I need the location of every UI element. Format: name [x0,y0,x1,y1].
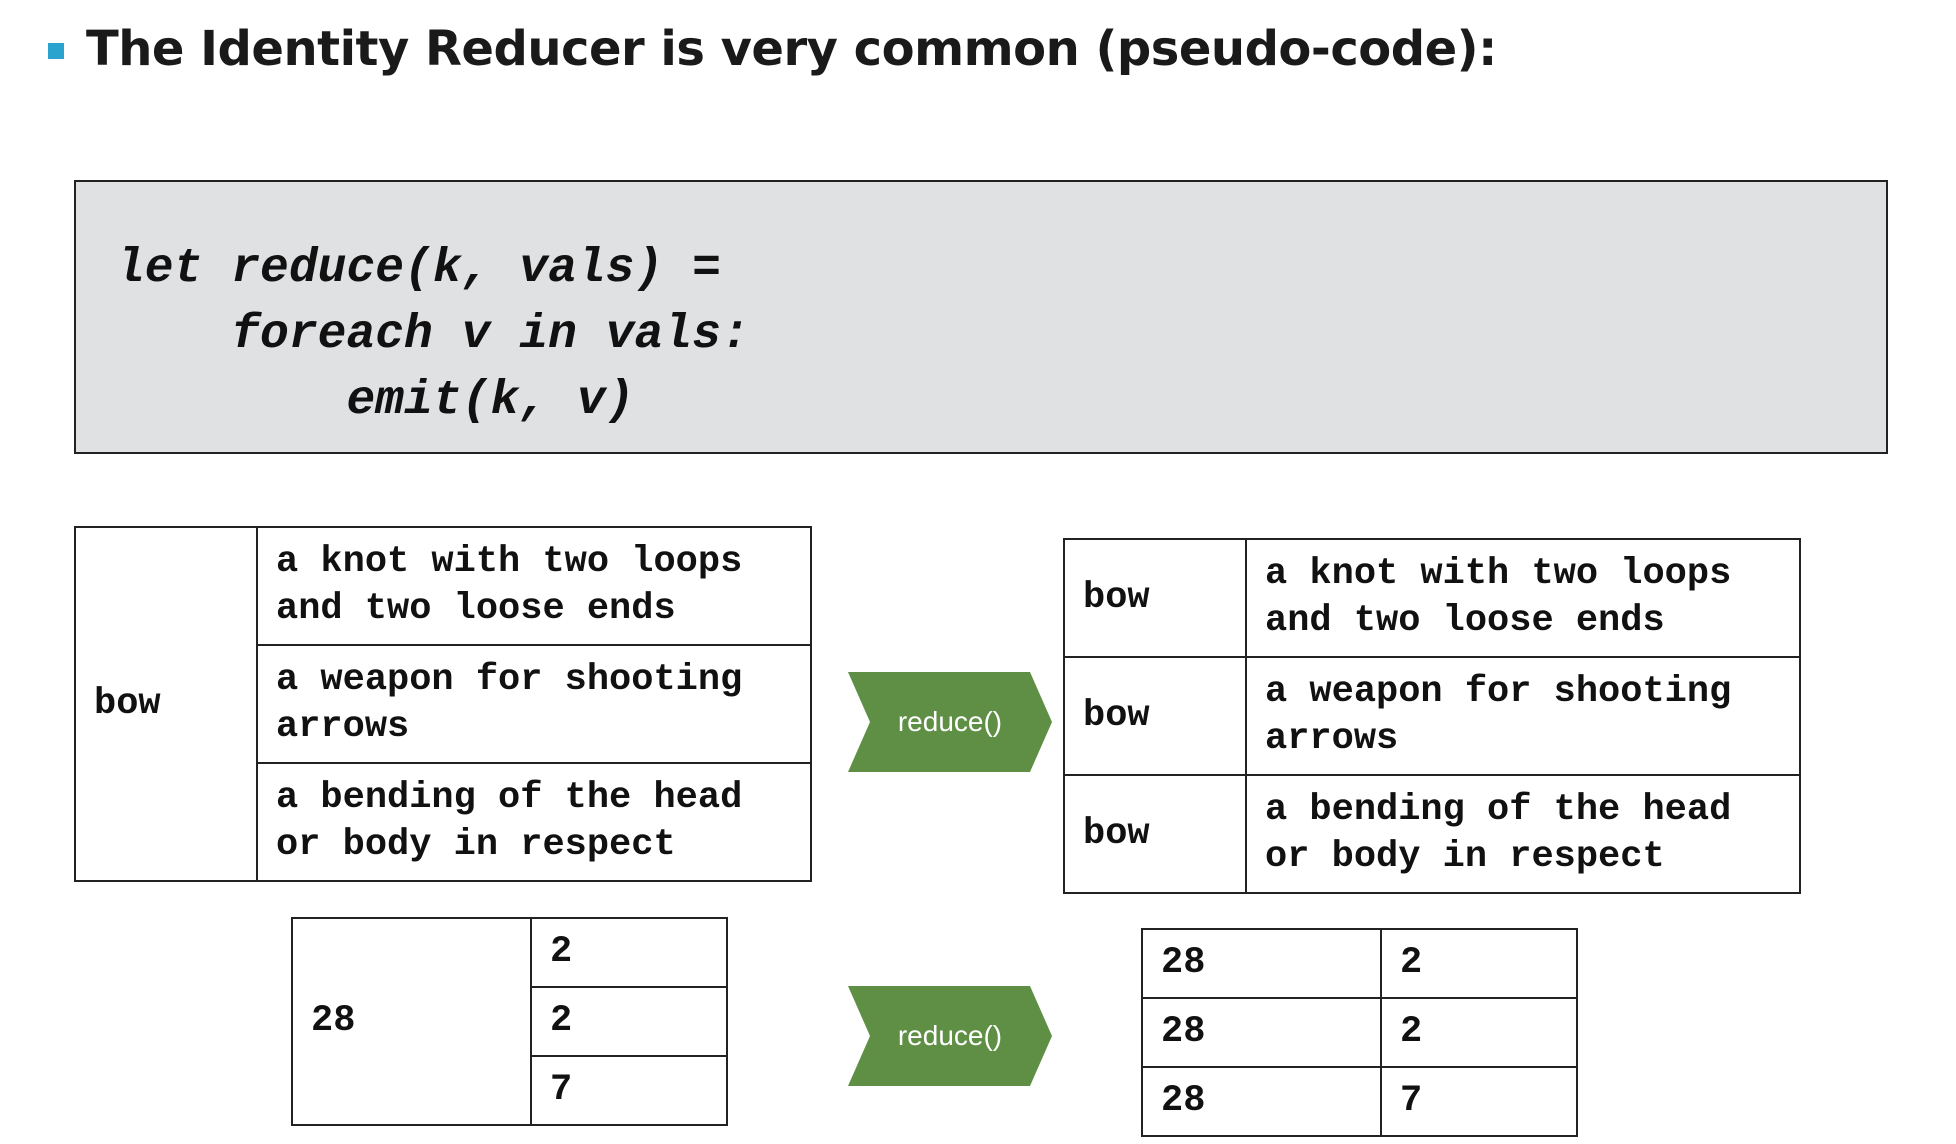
code-line-2: foreach v in vals: [116,308,750,362]
example1-input-table: bow a knot with two loops and two loose … [74,526,812,882]
code-line-1: let reduce(k, vals) = [116,242,721,296]
heading-row: The Identity Reducer is very common (pse… [48,14,1497,84]
example2-reduce-label: reduce() [897,1020,1003,1051]
code-block: let reduce(k, vals) = foreach v in vals:… [74,180,1888,454]
example1-input-value-2: a weapon for shooting arrows [256,644,812,764]
chevron-arrow-icon [848,672,1052,772]
example1-output-value-1: a knot with two loops and two loose ends [1245,538,1801,658]
bullet-square-icon [48,43,64,59]
example1-reduce-arrow: reduce() [848,672,1052,772]
example2-output-key-1: 28 [1141,928,1382,999]
example2-reduce-arrow: reduce() [848,986,1052,1086]
example1-input-value-3: a bending of the head or body in respect [256,762,812,882]
example2-input-key: 28 [291,917,532,1126]
example1-input-value-1: a knot with two loops and two loose ends [256,526,812,646]
example1-output-key-1: bow [1063,538,1247,658]
example2-output-value-1: 2 [1380,928,1578,999]
example1-output-key-3: bow [1063,774,1247,894]
example2-output-value-2: 2 [1380,997,1578,1068]
example2-input-table: 28 2 2 7 [291,917,728,1126]
example1-output-key-2: bow [1063,656,1247,776]
example2-input-value-1: 2 [530,917,728,988]
example1-output-table: bow a knot with two loops and two loose … [1063,538,1801,894]
page-heading: The Identity Reducer is very common (pse… [86,21,1497,77]
example1-input-key: bow [74,526,258,882]
example2-input-value-2: 2 [530,986,728,1057]
example1-output-value-3: a bending of the head or body in respect [1245,774,1801,894]
chevron-arrow-icon [848,986,1052,1086]
example1-reduce-label: reduce() [897,706,1003,737]
example2-output-value-3: 7 [1380,1066,1578,1137]
code-line-3: emit(k, v) [116,374,635,428]
example2-output-key-2: 28 [1141,997,1382,1068]
example2-output-key-3: 28 [1141,1066,1382,1137]
example1-output-value-2: a weapon for shooting arrows [1245,656,1801,776]
example2-input-value-3: 7 [530,1055,728,1126]
example2-output-table: 28 2 28 2 28 7 [1141,928,1578,1137]
